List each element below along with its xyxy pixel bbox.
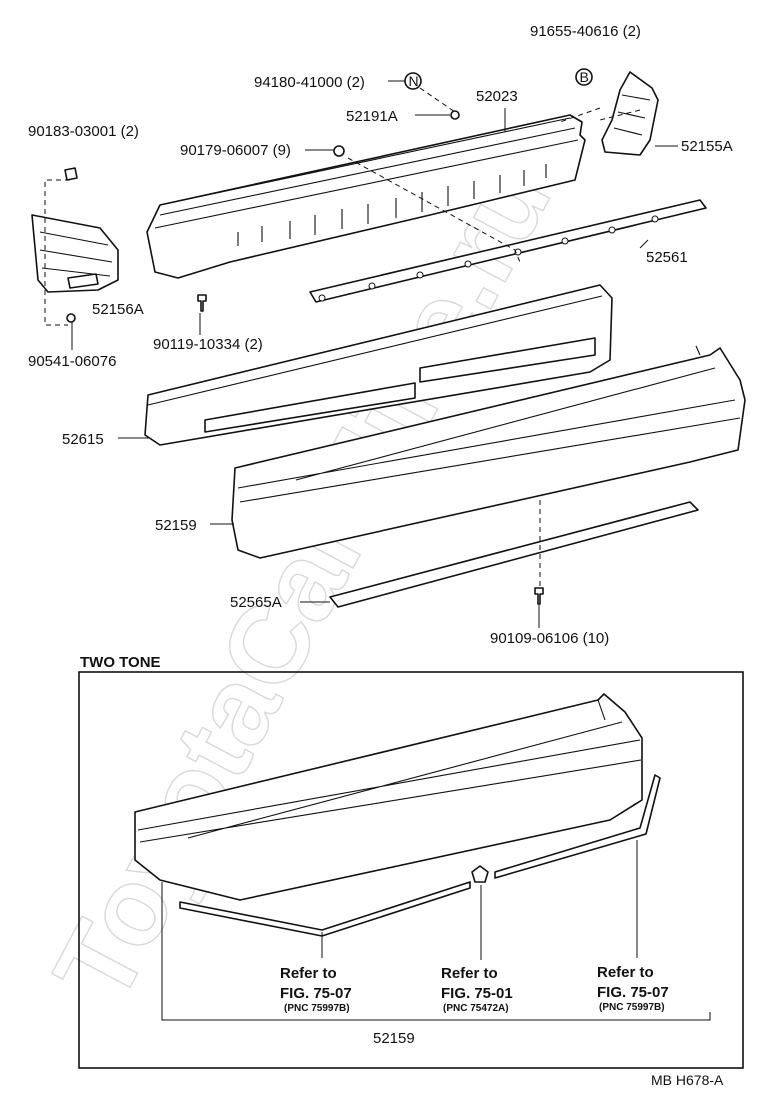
label-90183: 90183-03001 (2) [28, 123, 139, 140]
label-90179: 90179-06007 (9) [180, 142, 291, 159]
bracket-left [31, 214, 119, 293]
ref1-fig: FIG. 75-07 [280, 985, 352, 1002]
label-94180: 94180-41000 (2) [254, 74, 365, 91]
label-52155a: 52155A [681, 138, 733, 155]
label-90109: 90109-06106 (10) [490, 630, 609, 647]
label-91655: 91655-40616 (2) [530, 23, 641, 40]
footer-code: MB H678-A [651, 1072, 724, 1088]
fasteners [64, 110, 544, 605]
two-tone-leaders [161, 840, 711, 1021]
two-tone-bumper [134, 693, 661, 937]
marker-b-icon [575, 68, 593, 86]
label-52023: 52023 [476, 88, 518, 105]
bumper-reinforcement [146, 114, 586, 279]
ref3-pnc: (PNC 75997B) [599, 1002, 665, 1013]
emblem-icon [471, 865, 489, 883]
label-52565a: 52565A [230, 594, 282, 611]
ref1-line1: Refer to [280, 965, 337, 982]
label-90541: 90541-06076 [28, 353, 116, 370]
marker-n: N [409, 73, 419, 89]
ref3-line1: Refer to [597, 964, 654, 981]
leader-lines [71, 80, 678, 628]
ref1-pnc: (PNC 75997B) [284, 1003, 350, 1014]
two-tone-box [78, 671, 744, 1069]
bumper-cover [231, 345, 746, 559]
label-52156a: 52156A [92, 301, 144, 318]
ref3-fig: FIG. 75-07 [597, 984, 669, 1001]
ref2-line1: Refer to [441, 965, 498, 982]
ref2-pnc: (PNC 75472A) [443, 1003, 509, 1014]
bracket-right [601, 71, 659, 156]
label-52561: 52561 [646, 249, 688, 266]
marker-b: B [580, 69, 589, 85]
assembly-lines [44, 87, 641, 590]
bumper-retainer [309, 199, 707, 303]
label-90119: 90119-10334 (2) [153, 336, 263, 353]
energy-absorber [144, 284, 613, 446]
ref2-fig: FIG. 75-01 [441, 985, 513, 1002]
label-52615: 52615 [62, 431, 104, 448]
two-tone-part-label: 52159 [373, 1030, 415, 1047]
lower-retainer [329, 501, 699, 608]
two-tone-title: TWO TONE [80, 654, 161, 671]
label-52191a: 52191A [346, 108, 398, 125]
label-52159: 52159 [155, 517, 197, 534]
